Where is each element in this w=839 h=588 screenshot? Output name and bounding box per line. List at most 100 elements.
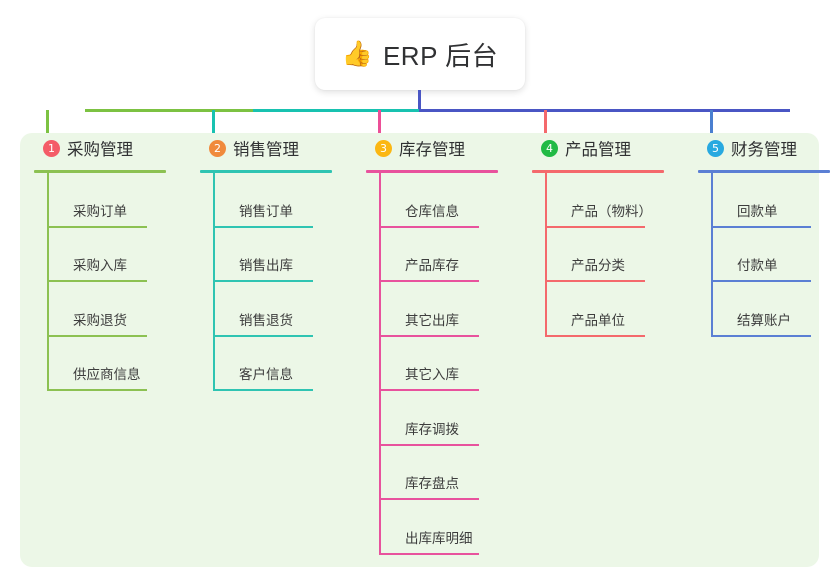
module-item-label: 销售退货	[239, 312, 293, 328]
module-item[interactable]: 结算账户	[711, 282, 839, 337]
module-spine	[47, 173, 49, 391]
module-item-rule	[711, 225, 811, 228]
root-node-card[interactable]: 👍 ERP 后台	[315, 18, 525, 90]
module-title: 库存管理	[399, 141, 465, 159]
module-item-rule	[47, 389, 147, 391]
module-title: 产品管理	[565, 141, 631, 159]
module-item-label: 其它入库	[405, 367, 459, 382]
module-column-4: 4 产品管理产品（物料） 产品分类产品单位	[523, 133, 683, 337]
module-item-label: 供应商信息	[73, 367, 141, 382]
module-item[interactable]: 销售退货	[213, 282, 351, 337]
bus-segment-green	[85, 109, 253, 112]
root-node-title: ERP 后台	[382, 40, 499, 71]
module-item-rule	[545, 334, 645, 337]
module-column-1: 1 采购管理采购订单采购入库采购退货供应商信息	[25, 133, 185, 391]
bus-segment-teal	[253, 109, 419, 112]
module-index-badge: 3	[375, 139, 392, 157]
module-item-rule	[213, 389, 313, 391]
module-item-list: 仓库信息产品库存其它出库其它入库库存调拨库存盘点出库库明细	[379, 173, 517, 555]
module-item-label: 产品（物料）	[571, 203, 652, 219]
module-item-label: 结算账户	[737, 312, 791, 328]
module-item[interactable]: 采购订单	[47, 173, 185, 228]
module-item[interactable]: 采购退货	[47, 282, 185, 337]
thumbs-up-icon: 👍	[341, 39, 373, 68]
module-item[interactable]: 其它出库	[379, 282, 517, 337]
module-item-label: 库存调拨	[405, 421, 459, 437]
module-item-list: 产品（物料） 产品分类产品单位	[545, 173, 683, 337]
module-item-label: 采购退货	[73, 312, 127, 328]
module-item-rule	[379, 225, 479, 228]
module-item[interactable]: 销售订单	[213, 173, 351, 228]
module-item-label: 产品单位	[571, 312, 625, 328]
module-item-rule	[545, 280, 645, 282]
module-item-label: 付款单	[737, 258, 778, 273]
module-header-3[interactable]: 3 库存管理	[357, 133, 517, 163]
module-item-label: 仓库信息	[405, 203, 459, 219]
module-item-rule	[379, 552, 479, 555]
module-item[interactable]: 出库库明细	[379, 500, 517, 555]
module-item[interactable]: 供应商信息	[47, 337, 185, 391]
module-column-3: 3 库存管理仓库信息产品库存其它出库其它入库库存调拨库存盘点出库库明细	[357, 133, 517, 555]
module-item-label: 采购入库	[73, 258, 127, 273]
module-item[interactable]: 产品分类	[545, 228, 683, 282]
modules-panel: 1 采购管理采购订单采购入库采购退货供应商信息 2 销售管理销售订单销售出库销售退货客…	[20, 133, 830, 567]
module-item[interactable]: 库存调拨	[379, 391, 517, 446]
module-item-label: 库存盘点	[405, 476, 459, 491]
module-item-rule	[47, 334, 147, 337]
module-item[interactable]: 客户信息	[213, 337, 351, 391]
module-item-list: 回款单付款单结算账户	[711, 173, 839, 337]
module-header-4[interactable]: 4 产品管理	[523, 133, 683, 163]
module-item-rule	[47, 280, 147, 282]
module-item-label: 采购订单	[73, 203, 127, 219]
bus-segment-blue	[419, 109, 790, 112]
module-item-rule	[379, 334, 479, 337]
module-item-label: 产品库存	[405, 258, 459, 273]
module-item[interactable]: 采购入库	[47, 228, 185, 282]
module-item-label: 产品分类	[571, 258, 625, 273]
module-item[interactable]: 产品库存	[379, 228, 517, 282]
module-header-rule	[532, 170, 664, 173]
module-index-badge: 5	[707, 139, 724, 157]
module-index-badge: 4	[541, 139, 558, 157]
module-column-5: 5 财务管理回款单付款单结算账户	[689, 133, 839, 337]
module-item-rule	[213, 280, 313, 282]
module-header-rule	[200, 170, 332, 173]
module-item-rule	[711, 280, 811, 282]
module-item[interactable]: 销售出库	[213, 228, 351, 282]
module-title: 销售管理	[233, 141, 299, 159]
module-item-rule	[711, 334, 811, 337]
module-title: 财务管理	[731, 141, 797, 159]
module-item-label: 销售订单	[239, 203, 293, 219]
module-item-rule	[379, 443, 479, 446]
module-item-label: 其它出库	[405, 312, 459, 328]
module-spine	[545, 173, 547, 337]
module-item-label: 出库库明细	[405, 530, 473, 546]
module-item[interactable]: 付款单	[711, 228, 839, 282]
module-item[interactable]: 库存盘点	[379, 446, 517, 500]
module-item-rule	[545, 225, 645, 228]
module-header-1[interactable]: 1 采购管理	[25, 133, 185, 163]
module-item-rule	[213, 225, 313, 228]
module-item[interactable]: 回款单	[711, 173, 839, 228]
module-item-rule	[379, 280, 479, 282]
module-item-label: 客户信息	[239, 367, 293, 382]
module-title: 采购管理	[67, 141, 133, 159]
module-index-badge: 1	[43, 139, 60, 157]
module-column-2: 2 销售管理销售订单销售出库销售退货客户信息	[191, 133, 351, 391]
module-item[interactable]: 仓库信息	[379, 173, 517, 228]
trunk-connector	[418, 90, 421, 112]
module-item[interactable]: 产品（物料）	[545, 173, 683, 228]
module-index-badge: 2	[209, 139, 226, 157]
module-spine	[711, 173, 713, 337]
module-header-2[interactable]: 2 销售管理	[191, 133, 351, 163]
module-item-rule	[47, 225, 147, 228]
module-header-rule	[698, 170, 830, 173]
module-item[interactable]: 其它入库	[379, 337, 517, 391]
module-item[interactable]: 产品单位	[545, 282, 683, 337]
module-spine	[213, 173, 215, 391]
module-header-rule	[366, 170, 498, 173]
module-header-rule	[34, 170, 166, 173]
module-item-rule	[379, 498, 479, 500]
module-header-5[interactable]: 5 财务管理	[689, 133, 839, 163]
module-item-label: 回款单	[737, 203, 778, 219]
